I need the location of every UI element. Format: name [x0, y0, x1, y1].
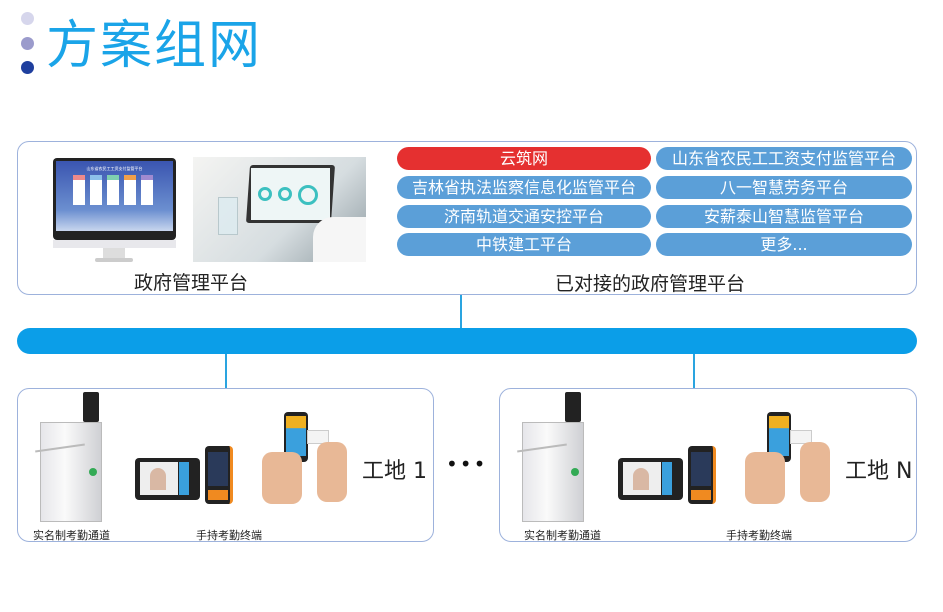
gate-caption: 实名制考勤通道	[33, 529, 110, 542]
bullet-dot	[21, 61, 34, 74]
site-label: 工地 1	[362, 459, 427, 484]
platform-pill[interactable]: 吉林省执法监察信息化监管平台	[397, 176, 651, 199]
gov-platform-label: 政府管理平台	[134, 272, 249, 294]
connector-line	[225, 354, 227, 388]
connector-line	[460, 295, 462, 329]
page-title: 方案组网	[46, 16, 263, 76]
monitor-image: 山东省农民工工资支付监管平台	[53, 158, 176, 262]
network-bus	[17, 328, 917, 354]
turnstile-gate-image	[35, 392, 115, 524]
laptop-photo	[193, 157, 366, 262]
handheld-caption: 手持考勤终端	[196, 529, 262, 542]
tablet-terminal-image	[135, 458, 200, 500]
platform-pill[interactable]: 山东省农民工工资支付监管平台	[656, 147, 912, 170]
connector-line	[693, 354, 695, 388]
connected-platforms-label: 已对接的政府管理平台	[555, 273, 746, 295]
phone-id-scan-image	[745, 412, 840, 504]
monitor-screen-title: 山东省农民工工资支付监管平台	[86, 166, 143, 171]
handheld-terminal-image	[205, 446, 233, 504]
phone-id-scan-image	[262, 412, 357, 504]
site-label: 工地 N	[845, 459, 913, 484]
platform-pill[interactable]: 济南轨道交通安控平台	[397, 205, 651, 228]
tablet-terminal-image	[618, 458, 683, 500]
ellipsis: •••	[446, 452, 488, 476]
platform-pill-yunzhu[interactable]: 云筑网	[397, 147, 651, 170]
bullet-dot	[21, 12, 34, 25]
gate-caption: 实名制考勤通道	[524, 529, 601, 542]
handheld-caption: 手持考勤终端	[726, 529, 792, 542]
platform-pill[interactable]: 中铁建工平台	[397, 233, 651, 256]
bullet-dot	[21, 37, 34, 50]
platform-pill[interactable]: 八一智慧劳务平台	[656, 176, 912, 199]
handheld-terminal-image	[688, 446, 716, 504]
platform-pill[interactable]: 安薪泰山智慧监管平台	[656, 205, 912, 228]
turnstile-gate-image	[517, 392, 597, 524]
more-platforms-pill[interactable]: 更多...	[656, 233, 912, 256]
